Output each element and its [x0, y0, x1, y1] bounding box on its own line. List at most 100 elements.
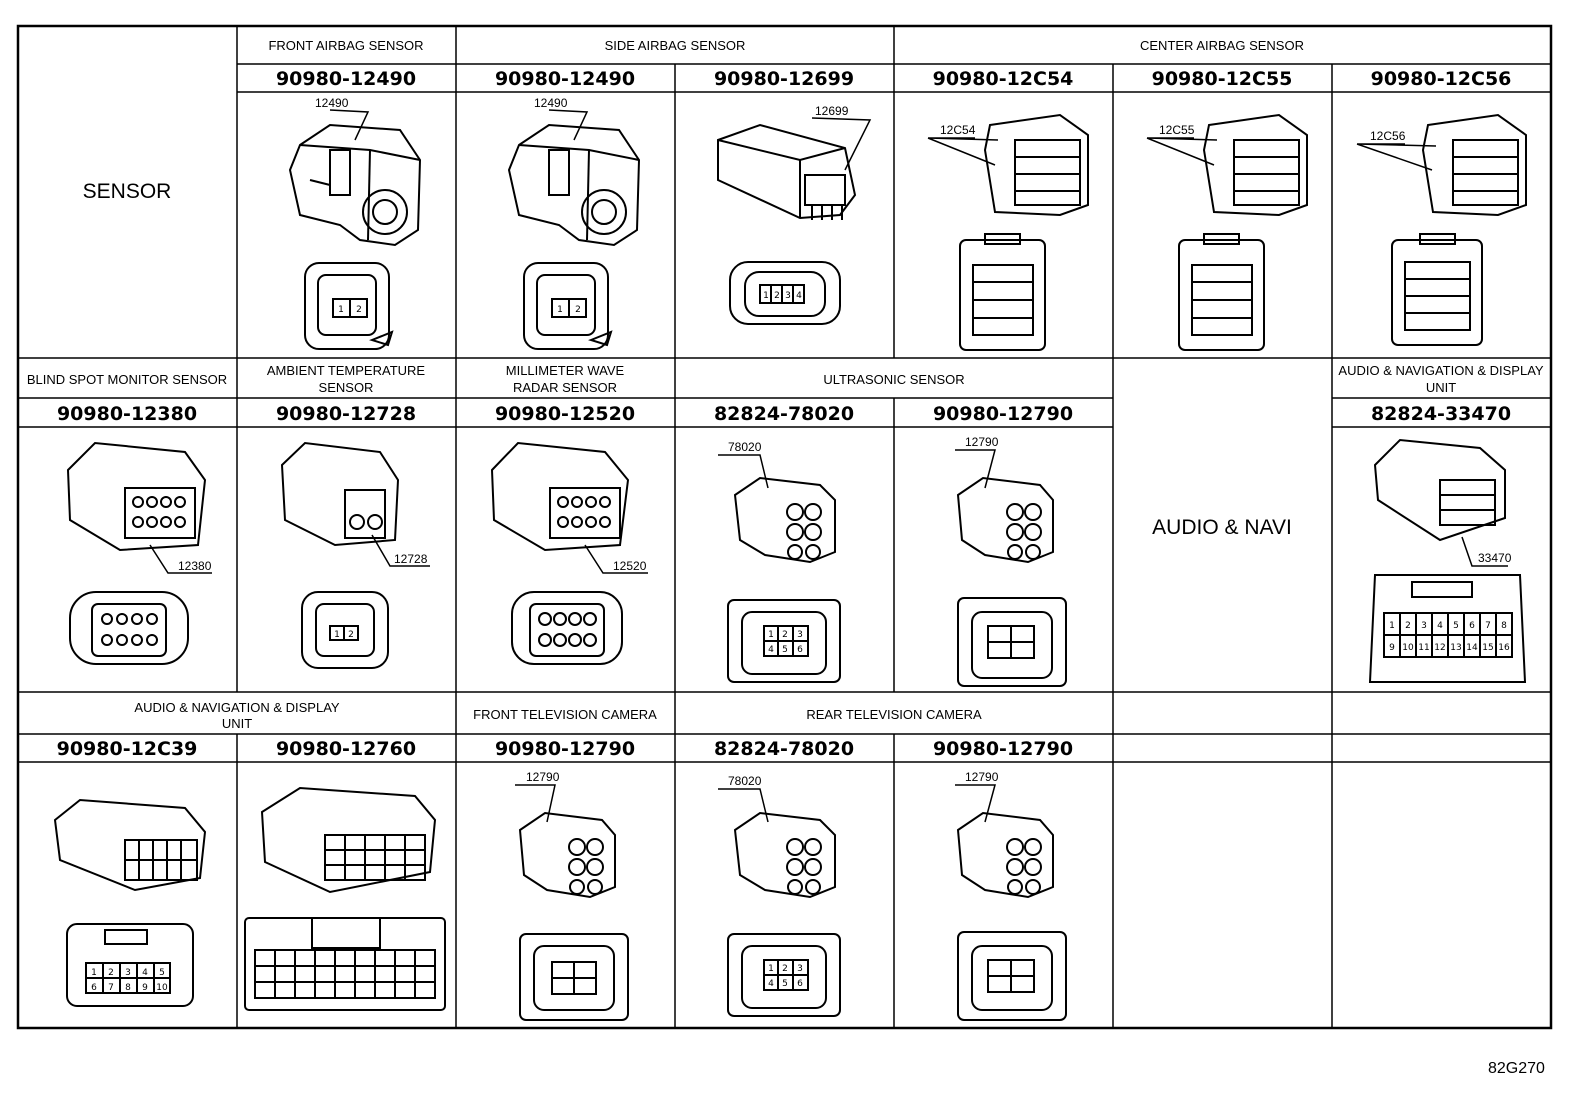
part-number: 90980-12790: [933, 738, 1073, 760]
pin-label: 4: [768, 645, 774, 655]
connector-drawing-center-airbag-12c55: [1178, 113, 1308, 351]
part-number: 90980-12790: [495, 738, 635, 760]
connector-drawing-side-airbag-12699: [717, 123, 857, 325]
pin-label: 4: [1437, 621, 1443, 631]
part-number: 90980-12380: [57, 403, 197, 425]
callout-leader: [811, 117, 872, 171]
callout-leader: [1461, 536, 1508, 567]
callout-78020: 78020: [728, 440, 762, 454]
pin-label: 15: [1482, 643, 1493, 653]
group-mmwave-radar: MILLIMETER WAVE: [506, 363, 625, 378]
callout-leader: [515, 784, 556, 823]
part-number: 90980-12C56: [1371, 68, 1512, 90]
part-number: 90980-12790: [933, 403, 1073, 425]
pin-label: 3: [785, 291, 791, 301]
pin-label: 13: [1450, 643, 1461, 653]
pin-label: 5: [159, 968, 165, 978]
part-number: 90980-12520: [495, 403, 635, 425]
pin-label: 9: [142, 983, 148, 993]
pin-label: 1: [91, 968, 97, 978]
group-blind-spot: BLIND SPOT MONITOR SENSOR: [27, 372, 227, 387]
callout-12c55: 12C55: [1159, 123, 1195, 137]
callout-leader: [927, 137, 999, 166]
connector-drawing-rear-tv-camera-78020: [727, 811, 841, 1017]
connector-drawing-blind-spot: [66, 441, 207, 665]
pin-label: 9: [1389, 643, 1395, 653]
pin-label: 3: [797, 630, 803, 640]
part-number: 90980-12728: [276, 403, 416, 425]
group-center-airbag: CENTER AIRBAG SENSOR: [1140, 38, 1304, 53]
group-ultrasonic: ULTRASONIC SENSOR: [823, 372, 964, 387]
part-number: 90980-12490: [495, 68, 635, 90]
group-side-airbag: SIDE AIRBAG SENSOR: [605, 38, 746, 53]
part-number: 82824-33470: [1371, 403, 1511, 425]
connector-drawing-ambient-temp: [280, 441, 400, 669]
part-number: 82824-78020: [714, 403, 854, 425]
callout-12c54: 12C54: [940, 123, 976, 137]
connector-drawing-front-airbag: [288, 123, 422, 350]
callout-leader: [1356, 143, 1437, 171]
pin-label: 1: [768, 964, 774, 974]
connector-drawing-audio-12c39: [53, 798, 207, 1007]
group-ambient-temp: SENSOR: [319, 380, 374, 395]
callout-12790: 12790: [965, 770, 999, 784]
group-audio-nav-row3: UNIT: [222, 716, 252, 731]
pin-label: 3: [797, 964, 803, 974]
pin-label: 3: [125, 968, 131, 978]
pin-label: 2: [108, 968, 114, 978]
pin-label: 6: [797, 979, 803, 989]
callout-leader: [548, 109, 589, 141]
pin-label: 12: [1434, 643, 1445, 653]
connector-drawing-center-airbag-12c56: [1391, 113, 1527, 346]
part-number: 90980-12760: [276, 738, 416, 760]
group-rear-tv-camera: REAR TELEVISION CAMERA: [806, 707, 982, 722]
callout-leader: [718, 788, 769, 823]
pin-label: 5: [1453, 621, 1459, 631]
pin-label: 4: [796, 291, 802, 301]
pin-label: 2: [575, 305, 581, 315]
part-number: 90980-12699: [714, 68, 854, 90]
pin-label: 1: [334, 630, 340, 640]
callout-leader: [371, 534, 430, 567]
pin-label: 1: [768, 630, 774, 640]
callout-12699: 12699: [815, 104, 849, 118]
group-audio-nav: AUDIO & NAVIGATION & DISPLAY: [1338, 363, 1543, 378]
pin-label: 4: [768, 979, 774, 989]
group-ambient-temp: AMBIENT TEMPERATURE: [267, 363, 426, 378]
connector-drawing-audio-33470: [1368, 438, 1527, 683]
pin-label: 6: [91, 983, 97, 993]
pin-label: 8: [125, 983, 131, 993]
connector-drawing-rear-tv-camera-12790: [956, 811, 1067, 1021]
callout-12728: 12728: [394, 552, 428, 566]
pin-label: 1: [557, 305, 563, 315]
figure-code: 82G270: [1488, 1060, 1545, 1077]
connector-drawing-side-airbag: [507, 123, 641, 350]
connector-drawing-ultrasonic-78020: [727, 476, 841, 683]
callout-12c56: 12C56: [1370, 129, 1406, 143]
pin-label: 2: [1405, 621, 1411, 631]
group-front-airbag: FRONT AIRBAG SENSOR: [268, 38, 423, 53]
part-number: 90980-12C54: [933, 68, 1074, 90]
sensor-title: SENSOR: [83, 180, 172, 203]
callout-12490: 12490: [315, 96, 349, 110]
callout-leader: [955, 784, 996, 823]
pin-label: 6: [797, 645, 803, 655]
callout-leader: [329, 109, 370, 141]
connector-drawing-ultrasonic-12790: [956, 476, 1067, 687]
pin-label: 3: [1421, 621, 1427, 631]
pin-label: 1: [1389, 621, 1395, 631]
callout-12790: 12790: [965, 435, 999, 449]
group-front-tv-camera: FRONT TELEVISION CAMERA: [473, 707, 657, 722]
callout-leader: [584, 544, 648, 574]
pin-label: 5: [782, 645, 788, 655]
part-number: 90980-12C39: [57, 738, 198, 760]
callout-leader: [718, 454, 769, 489]
pin-label: 10: [1402, 643, 1414, 653]
audio-12c39-pin-labels: 1 2 3 4 5 6 7 8 9 10: [91, 968, 168, 993]
grid-lines: [16, 24, 1553, 1030]
pin-label: 7: [1485, 621, 1491, 631]
pin-label: 6: [1469, 621, 1475, 631]
callout-leader: [1146, 137, 1218, 166]
part-number: 82824-78020: [714, 738, 854, 760]
